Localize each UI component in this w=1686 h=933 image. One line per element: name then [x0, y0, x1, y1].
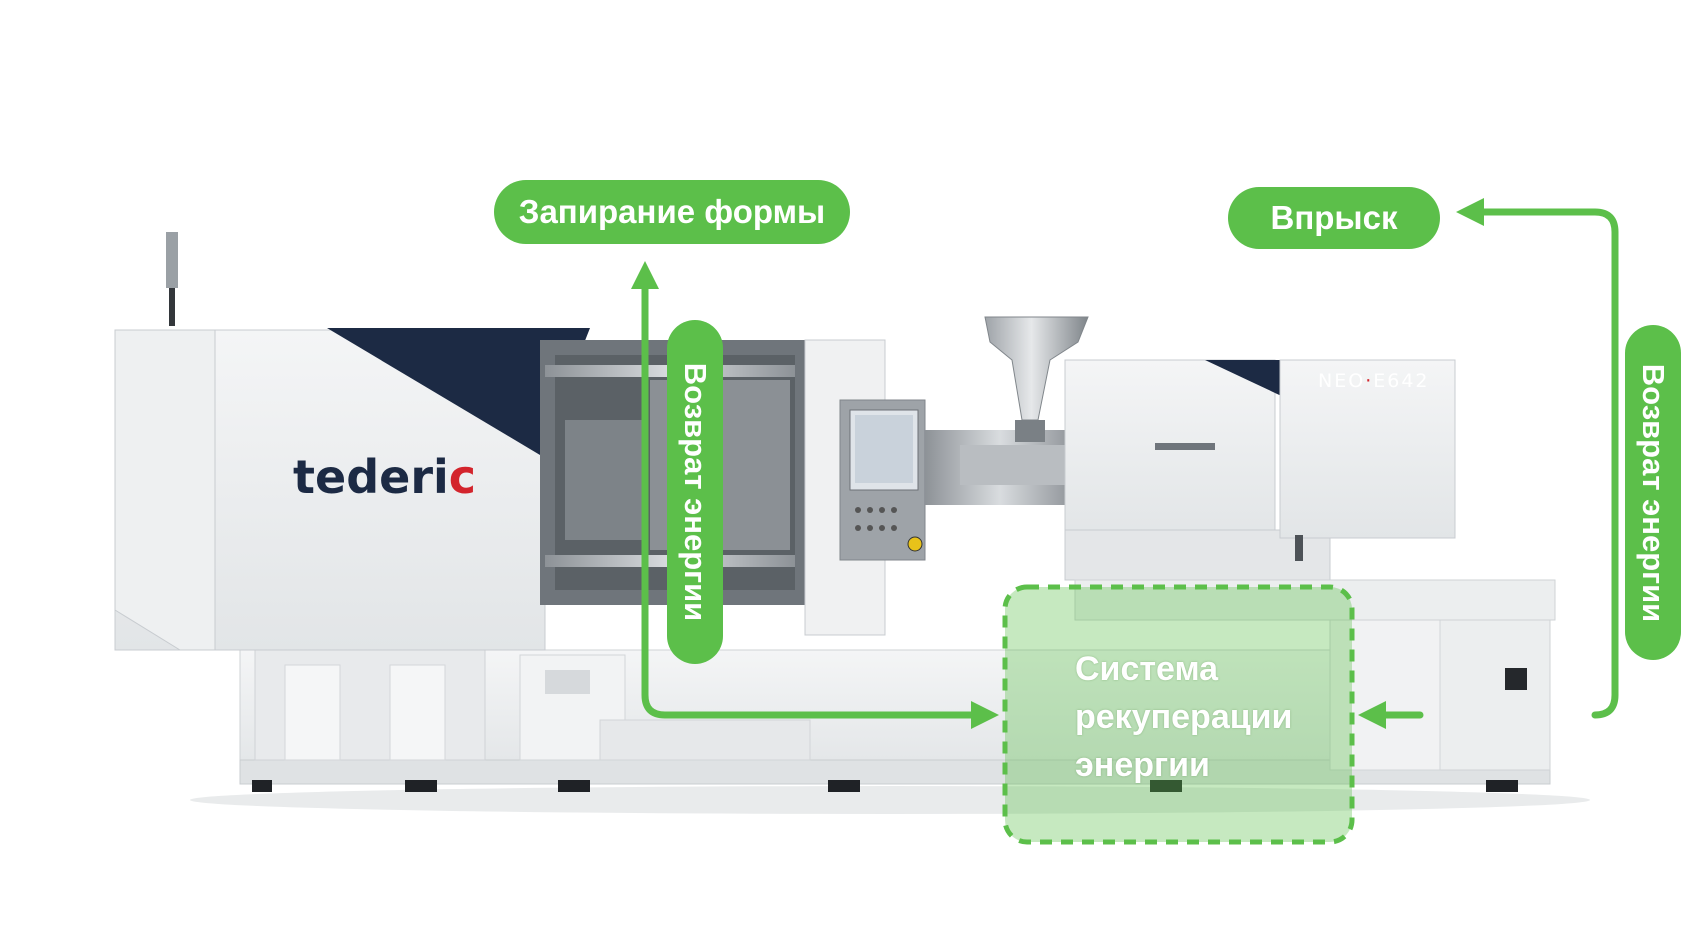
energy-return-right-text: Возврат энергии	[1636, 363, 1671, 622]
recovery-line-3: энергии	[1075, 746, 1210, 784]
recovery-line-1: Система	[1075, 650, 1219, 688]
flow-arrows	[631, 198, 1619, 729]
injection-label: Впрыск	[1228, 187, 1440, 249]
energy-recovery-zone	[1002, 584, 1355, 845]
control-panel-icon	[839, 399, 926, 561]
clamp-unit	[114, 232, 886, 651]
floor-shadow	[190, 786, 1590, 814]
brand-logo: tederic	[293, 450, 477, 504]
arrow-left-icon	[1456, 198, 1619, 719]
clamping-label: Запирание формы	[494, 180, 850, 244]
machine-base	[239, 614, 1551, 792]
arrow-up-icon	[631, 261, 989, 719]
signal-tower-icon	[166, 232, 178, 288]
clamp-dark-panel	[327, 328, 590, 455]
recovery-line-2: рекуперации	[1075, 698, 1293, 736]
energy-return-left-label: Возврат энергии	[667, 320, 723, 664]
energy-recovery-label: Система рекуперации энергии	[1075, 645, 1292, 789]
model-label: NEO·E642	[1318, 370, 1430, 392]
energy-return-left-text: Возврат энергии	[678, 362, 713, 622]
energy-return-right-label: Возврат энергии	[1625, 325, 1681, 660]
injection-unit	[925, 316, 1556, 621]
